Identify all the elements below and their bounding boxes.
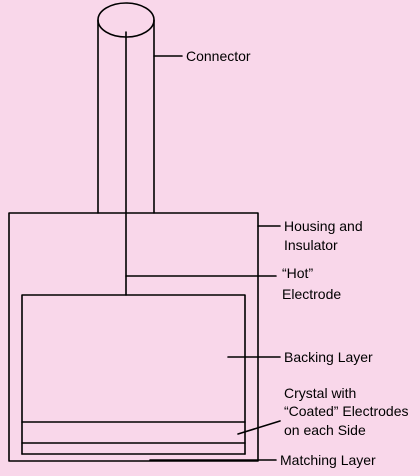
inner-layers-box <box>21 294 246 444</box>
crystal-label-line1: Crystal with <box>284 385 356 401</box>
housing-label-line2: Insulator <box>284 237 338 253</box>
matching-layer-label: Matching Layer <box>280 452 376 468</box>
hot-electrode-label-line2: Electrode <box>282 286 341 302</box>
crystal-label-line2: “Coated” Electrodes <box>284 403 409 419</box>
crystal-label-line3: on each Side <box>284 422 366 438</box>
housing-label-line1: Housing and <box>284 218 363 234</box>
crystal-leader <box>237 420 281 435</box>
connector-label: Connector <box>186 48 251 64</box>
hot-electrode-label-line1: “Hot” <box>282 265 313 281</box>
housing-outer <box>8 212 259 462</box>
backing-layer-label: Backing Layer <box>284 349 373 365</box>
